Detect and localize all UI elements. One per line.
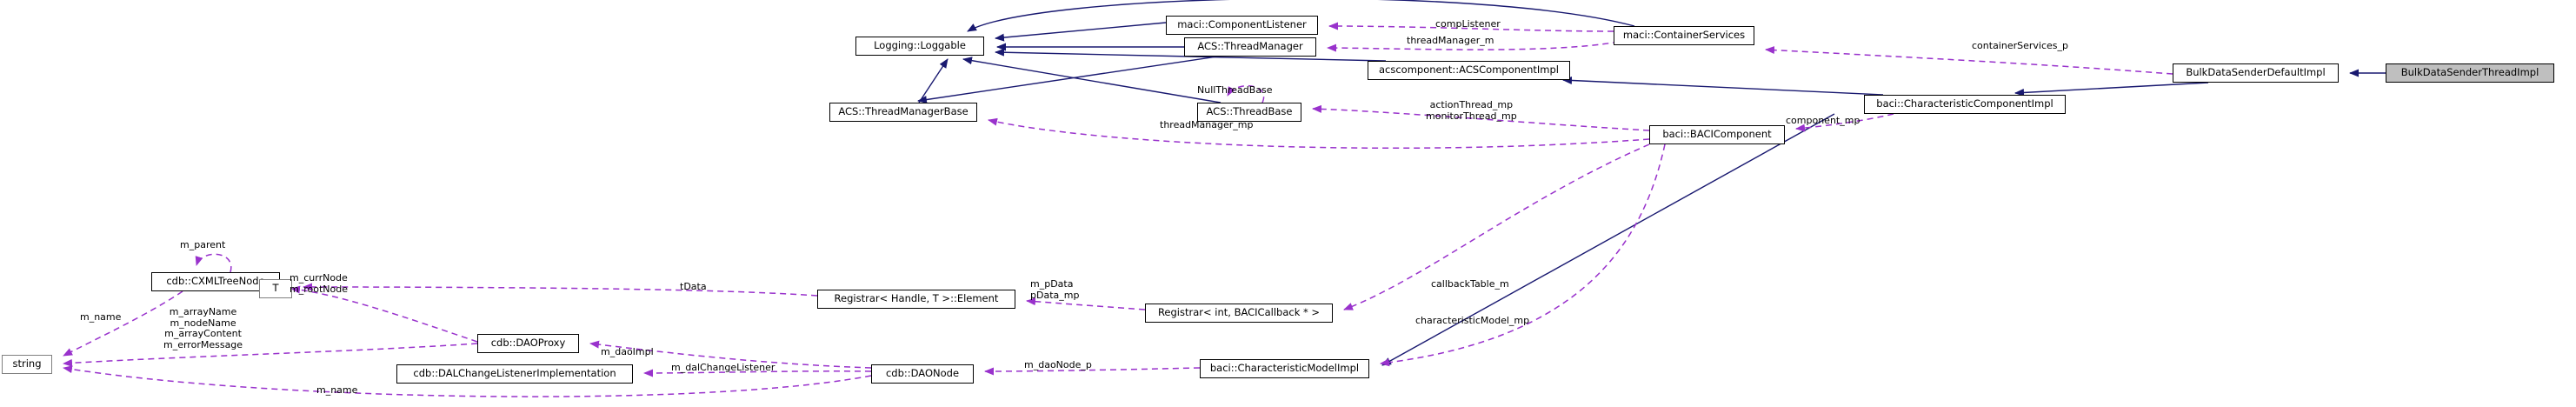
- edge-label-m-daonode-p: m_daoNode_p: [1024, 359, 1092, 370]
- edge-label-m-currnode-m-rootnode: m_currNode m_rootNode: [290, 272, 348, 295]
- node-label: T: [272, 282, 279, 295]
- node-label: baci::CharacteristicModelImpl: [1209, 362, 1360, 375]
- edge-label-threadmanager-m: threadManager_m: [1407, 35, 1494, 46]
- edge-label-m-name-cxmltreenode: m_name: [80, 311, 122, 323]
- node-label: ACS::ThreadManagerBase: [838, 105, 968, 118]
- edge-containerservices-threadmanager: [1327, 41, 1620, 52]
- edge-label-tdata: tData: [680, 281, 707, 292]
- node-label: cdb::DALChangeListenerImplementation: [413, 367, 616, 380]
- edge-bacicomponent-charmodelimpl: [1380, 143, 1666, 367]
- node-label: cdb::CXMLTreeNode: [166, 275, 265, 288]
- edge-daoproxy-string: [63, 343, 478, 367]
- edge-daonode-daoproxy: [589, 340, 872, 369]
- node-acs-threadmanagerbase[interactable]: ACS::ThreadManagerBase: [829, 103, 977, 122]
- edge-label-daoproxy-string-members: m_arrayName m_nodeName m_arrayContent m_…: [163, 306, 243, 350]
- edge-threadbase-self: [1227, 84, 1265, 103]
- edge-label-component-mp: component_mp: [1786, 115, 1860, 126]
- edge-registrarbaci-registrarelem: [1026, 297, 1146, 310]
- edge-bulkdefault-containerservices: [1765, 46, 2173, 75]
- node-t[interactable]: T: [259, 279, 292, 298]
- edge-label-m-dalchangelistener: m_dalChangeListener: [671, 362, 775, 373]
- edge-charmodelimpl-daonode: [984, 367, 1201, 376]
- node-cdb-daonode[interactable]: cdb::DAONode: [871, 364, 974, 384]
- node-label: maci::ContainerServices: [1622, 29, 1746, 42]
- edge-charmodelimpl-charcompimpl: [1381, 113, 1835, 366]
- node-label: ACS::ThreadBase: [1206, 105, 1293, 118]
- edge-label-callbacktable-m: callbackTable_m: [1431, 278, 1509, 290]
- edge-bacicomponent-threadmanagerbase: [988, 117, 1650, 150]
- node-cdb-dalchangelistenerimplementation[interactable]: cdb::DALChangeListenerImplementation: [396, 364, 633, 384]
- edge-cxmltreenode-string: [63, 290, 183, 357]
- node-label: Registrar< int, BACICallback * >: [1157, 306, 1321, 319]
- edge-label-actionthread-mp: actionThread_mp monitorThread_mp: [1426, 99, 1517, 122]
- node-label: cdb::DAOProxy: [490, 337, 566, 350]
- node-cdb-cxmltreenode[interactable]: cdb::CXMLTreeNode: [151, 272, 280, 291]
- edge-daonode-string: [63, 365, 872, 397]
- node-acs-threadbase[interactable]: ACS::ThreadBase: [1197, 103, 1301, 122]
- node-logging-loggable[interactable]: Logging::Loggable: [855, 37, 984, 56]
- node-label: Registrar< Handle, T >::Element: [834, 292, 999, 305]
- edge-label-complistener: compListener: [1435, 18, 1501, 30]
- edge-label-nullthreadbase: NullThreadBase: [1197, 84, 1273, 96]
- edge-complistener-loggable: [995, 22, 1167, 42]
- node-bulkdatasenderthreadimpl[interactable]: BulkDataSenderThreadImpl: [2386, 63, 2554, 83]
- edge-label-threadmanager-mp: threadManager_mp: [1160, 119, 1254, 130]
- edge-charcompimpl-acscomponentimpl: [1562, 76, 1884, 96]
- node-bulkdatasenderdefaultimpl[interactable]: BulkDataSenderDefaultImpl: [2173, 63, 2339, 83]
- edge-charcompimpl-bacicomponent: [1795, 113, 1894, 132]
- node-label: baci::CharacteristicComponentImpl: [1876, 97, 2053, 110]
- edge-daonode-dalchange: [643, 369, 872, 377]
- node-acscomponent-acscomponentimpl[interactable]: acscomponent::ACSComponentImpl: [1368, 61, 1570, 80]
- node-label: acscomponent::ACSComponentImpl: [1378, 63, 1560, 77]
- edge-acscomponentimpl-loggable: [995, 48, 1387, 62]
- edge-label-containerservices-p: containerServices_p: [1972, 40, 2068, 51]
- node-label: BulkDataSenderThreadImpl: [2400, 66, 2539, 79]
- edge-threadmanager-threadmanagerbase: [917, 56, 1218, 103]
- edge-containerservices-complistener: [1328, 22, 1614, 32]
- node-label: maci::ComponentListener: [1177, 18, 1307, 31]
- edge-bacicomponent-registrarbaci: [1343, 143, 1650, 310]
- edge-daoproxy-cxmltreenode: [290, 285, 478, 343]
- edge-threadbase-loggable: [962, 57, 1221, 103]
- node-label: ACS::ThreadManager: [1197, 40, 1303, 53]
- node-baci-bacicomponent[interactable]: baci::BACIComponent: [1649, 125, 1785, 144]
- node-label: Logging::Loggable: [874, 39, 966, 52]
- node-label: cdb::DAONode: [885, 367, 960, 380]
- node-cdb-daoproxy[interactable]: cdb::DAOProxy: [477, 334, 579, 353]
- node-registrar-handle-t-element[interactable]: Registrar< Handle, T >::Element: [817, 290, 1015, 309]
- edge-bacicomponent-threadbase: [1312, 104, 1650, 131]
- edge-registrarelem-t: [303, 283, 818, 297]
- edge-threadmanagerbase-loggable: [918, 58, 949, 103]
- node-label: baci::BACIComponent: [1662, 128, 1772, 141]
- node-maci-containerservices[interactable]: maci::ContainerServices: [1614, 26, 1754, 45]
- edge-label-characteristicmodel-mp: characteristicModel_mp: [1415, 315, 1530, 326]
- node-baci-characteristicmodelimpl[interactable]: baci::CharacteristicModelImpl: [1200, 359, 1369, 378]
- edge-label-m-parent: m_parent: [180, 239, 226, 250]
- node-acs-threadmanager[interactable]: ACS::ThreadManager: [1184, 37, 1316, 57]
- edge-label-m-name-daonode: m_name: [316, 384, 358, 396]
- edge-bulkdefault-charcompimpl: [2014, 82, 2209, 97]
- edge-label-m-pdata-pdata-mp: m_pData pData_mp: [1030, 278, 1080, 301]
- node-registrar-int-bacicallback[interactable]: Registrar< int, BACICallback * >: [1145, 304, 1333, 323]
- node-string[interactable]: string: [2, 355, 52, 374]
- node-label: BulkDataSenderDefaultImpl: [2186, 66, 2326, 79]
- edge-containerservices-loggable: [967, 0, 1635, 32]
- edge-label-m-daoimpl: m_daoImpl: [601, 346, 654, 357]
- node-baci-characteristiccomponentimpl[interactable]: baci::CharacteristicComponentImpl: [1864, 95, 2066, 114]
- node-label: string: [12, 357, 42, 370]
- node-maci-componentlistener[interactable]: maci::ComponentListener: [1166, 16, 1318, 35]
- edge-cxmltreenode-self: [195, 253, 232, 273]
